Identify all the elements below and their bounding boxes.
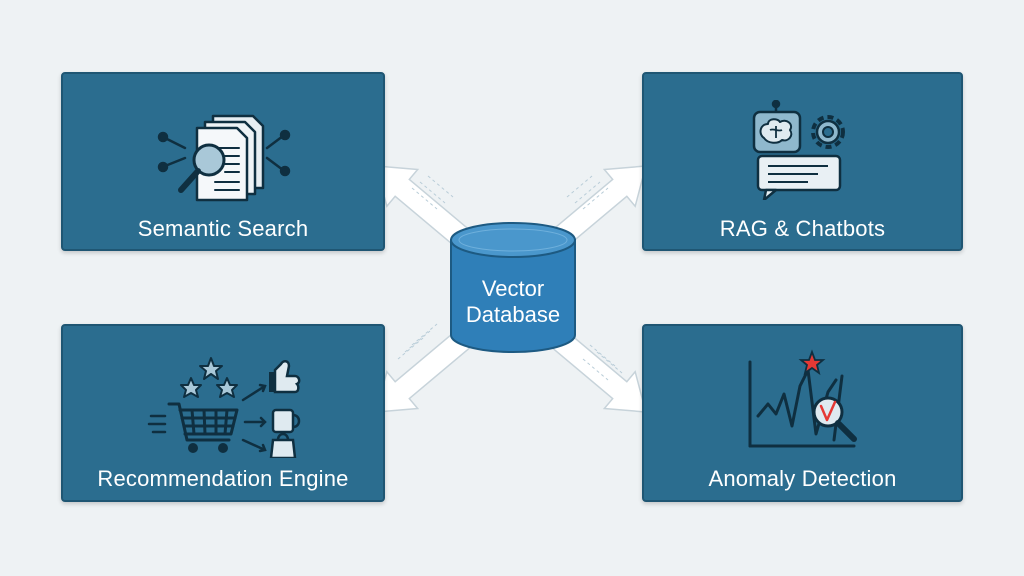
semantic-search-card: Semantic Search: [61, 72, 385, 251]
anomaly-chart-magnifier-icon: [748, 349, 857, 448]
anomaly-detection-label: Anomaly Detection: [708, 466, 897, 491]
document-search-icon: [157, 114, 291, 202]
star-icon: [798, 349, 826, 376]
recommendation-engine-card: Recommendation Engine: [61, 324, 385, 502]
gear-icon: [811, 115, 845, 149]
recommendation-engine-label: Recommendation Engine: [97, 466, 349, 491]
vector-database-cylinder: [450, 222, 576, 353]
semantic-search-label: Semantic Search: [137, 216, 309, 241]
rag-chatbots-card: RAG & Chatbots: [642, 72, 963, 251]
anomaly-detection-card: Anomaly Detection: [642, 324, 963, 502]
vector-database-label: Vector Database: [452, 276, 574, 328]
rag-chatbots-label: RAG & Chatbots: [719, 216, 886, 241]
shopping-cart-recommendation-icon: [147, 357, 301, 458]
db-label-line2: Database: [465, 302, 561, 327]
chatbot-brain-gear-icon: [752, 100, 845, 200]
db-label-line1: Vector: [481, 276, 545, 301]
